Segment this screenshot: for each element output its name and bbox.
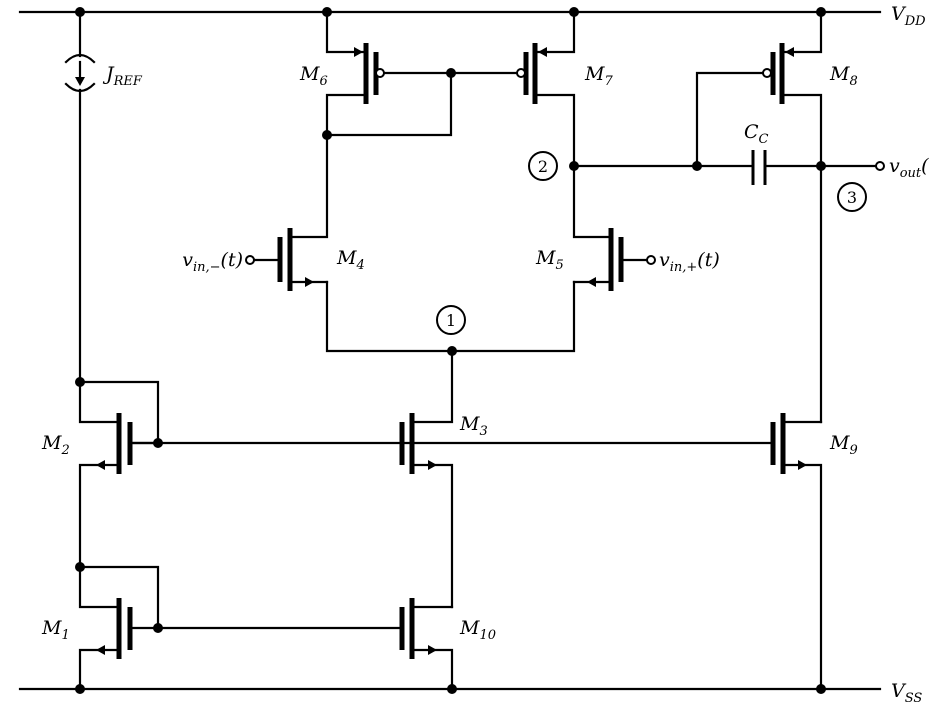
node-label-1: 1 <box>446 311 456 330</box>
m8-label: M8 <box>829 63 858 89</box>
vin-plus-label: vin,+(t) <box>659 249 720 275</box>
m8-gate-wire <box>695 71 764 168</box>
vin-minus-label: vin,−(t) <box>182 249 243 275</box>
transistor-m5 <box>572 164 649 291</box>
transistor-m10 <box>399 598 454 691</box>
node-marker-1: 1 <box>436 305 466 335</box>
transistor-m2 <box>78 380 160 569</box>
m5-label: M5 <box>535 247 564 273</box>
node-marker-3: 3 <box>837 182 867 212</box>
transistor-m8 <box>762 10 823 424</box>
vout-label: vout( <box>889 155 929 181</box>
transistor-m7 <box>516 10 576 168</box>
m6-label: M6 <box>299 63 328 89</box>
vdd-label: VDD <box>891 3 926 29</box>
vin-minus-terminal[interactable] <box>245 255 255 265</box>
m10-label: M10 <box>459 617 496 643</box>
m3-label: M3 <box>459 413 488 439</box>
vin-plus-terminal[interactable] <box>646 255 656 265</box>
node-marker-2: 2 <box>528 151 558 181</box>
cc-label: CC <box>744 121 769 147</box>
transistor-m9 <box>770 413 823 691</box>
transistor-m3 <box>399 349 454 609</box>
transistor-m4 <box>252 133 329 291</box>
current-source-jref <box>64 10 96 384</box>
transistor-m6 <box>325 10 519 137</box>
m9-label: M9 <box>829 432 858 458</box>
vss-label: VSS <box>891 680 922 706</box>
node-label-3: 3 <box>847 188 857 207</box>
m1-label: M1 <box>41 617 70 643</box>
m4-label: M4 <box>336 247 365 273</box>
vout-terminal[interactable] <box>875 161 885 171</box>
m2-label: M2 <box>41 432 70 458</box>
m7-label: M7 <box>584 63 613 89</box>
transistor-m1 <box>78 565 404 691</box>
jref-label: JREF <box>102 63 143 89</box>
capacitor-cc <box>751 150 878 185</box>
node-label-2: 2 <box>538 157 548 176</box>
junction-dots <box>75 7 826 694</box>
